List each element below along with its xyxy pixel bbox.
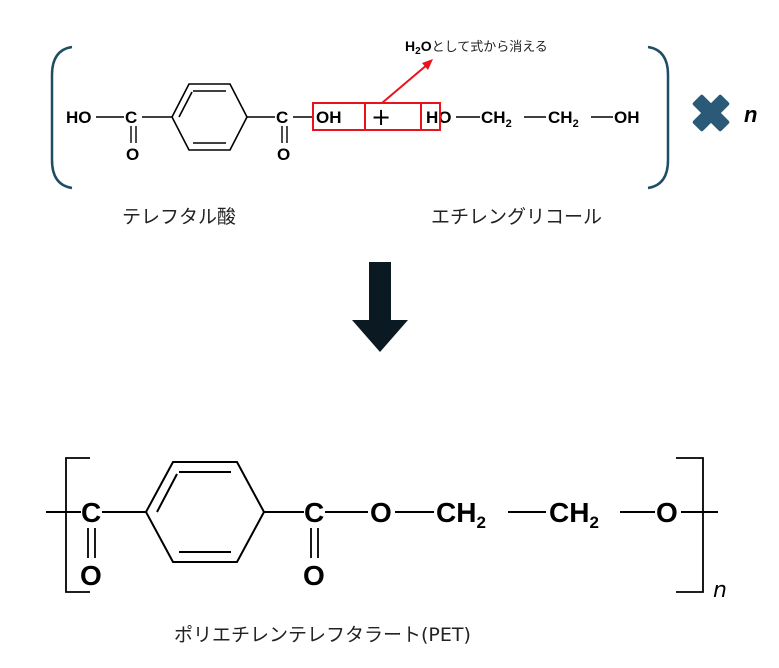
ho-group: HO xyxy=(66,108,92,127)
carbonyl-c-left: C xyxy=(125,108,137,127)
terephthalic-acid-label: テレフタル酸 xyxy=(122,206,236,228)
left-paren xyxy=(50,45,73,190)
water-annotation: H2Oとして式から消える xyxy=(405,38,548,57)
water-arrow-head xyxy=(422,59,433,70)
glycol-ch2-1: CH2 xyxy=(481,108,512,130)
benzene-ring-top xyxy=(171,83,248,151)
pet-ch2-1: CH2 xyxy=(436,497,486,532)
pet-c-left: C xyxy=(81,497,101,528)
water-arrow xyxy=(381,63,429,104)
pet-ch2-2: CH2 xyxy=(549,497,599,532)
multiply-icon xyxy=(692,94,730,132)
oh-highlight-box xyxy=(312,102,366,131)
glycol-ch2-2: CH2 xyxy=(548,108,579,130)
multiplier-n: n xyxy=(744,102,757,127)
pet-repeat-n: n xyxy=(713,578,727,603)
carbonyl-o-left: O xyxy=(126,145,139,164)
pet-o-left: O xyxy=(80,560,102,591)
h-highlight-box xyxy=(420,102,441,131)
plus-sign: + xyxy=(371,103,391,131)
pet-c-right: C xyxy=(304,497,324,528)
right-paren xyxy=(647,45,670,190)
glycol-oh: OH xyxy=(614,108,640,127)
reaction-arrow xyxy=(352,262,408,352)
ethylene-glycol-label: エチレングリコール xyxy=(431,206,602,228)
pet-o-right: O xyxy=(303,560,325,591)
pet-end-o: O xyxy=(656,497,678,528)
oh-group: OH xyxy=(316,108,342,127)
benzene-ring-product xyxy=(144,461,266,563)
glycol-ho: HO xyxy=(426,108,452,127)
carbonyl-c-right: C xyxy=(276,108,288,127)
pet-ester-o: O xyxy=(370,497,392,528)
left-bracket xyxy=(65,457,90,593)
right-bracket xyxy=(676,457,704,593)
carbonyl-o-right: O xyxy=(277,145,290,164)
pet-label: ポリエチレンテレフタラート(PET) xyxy=(174,624,471,646)
